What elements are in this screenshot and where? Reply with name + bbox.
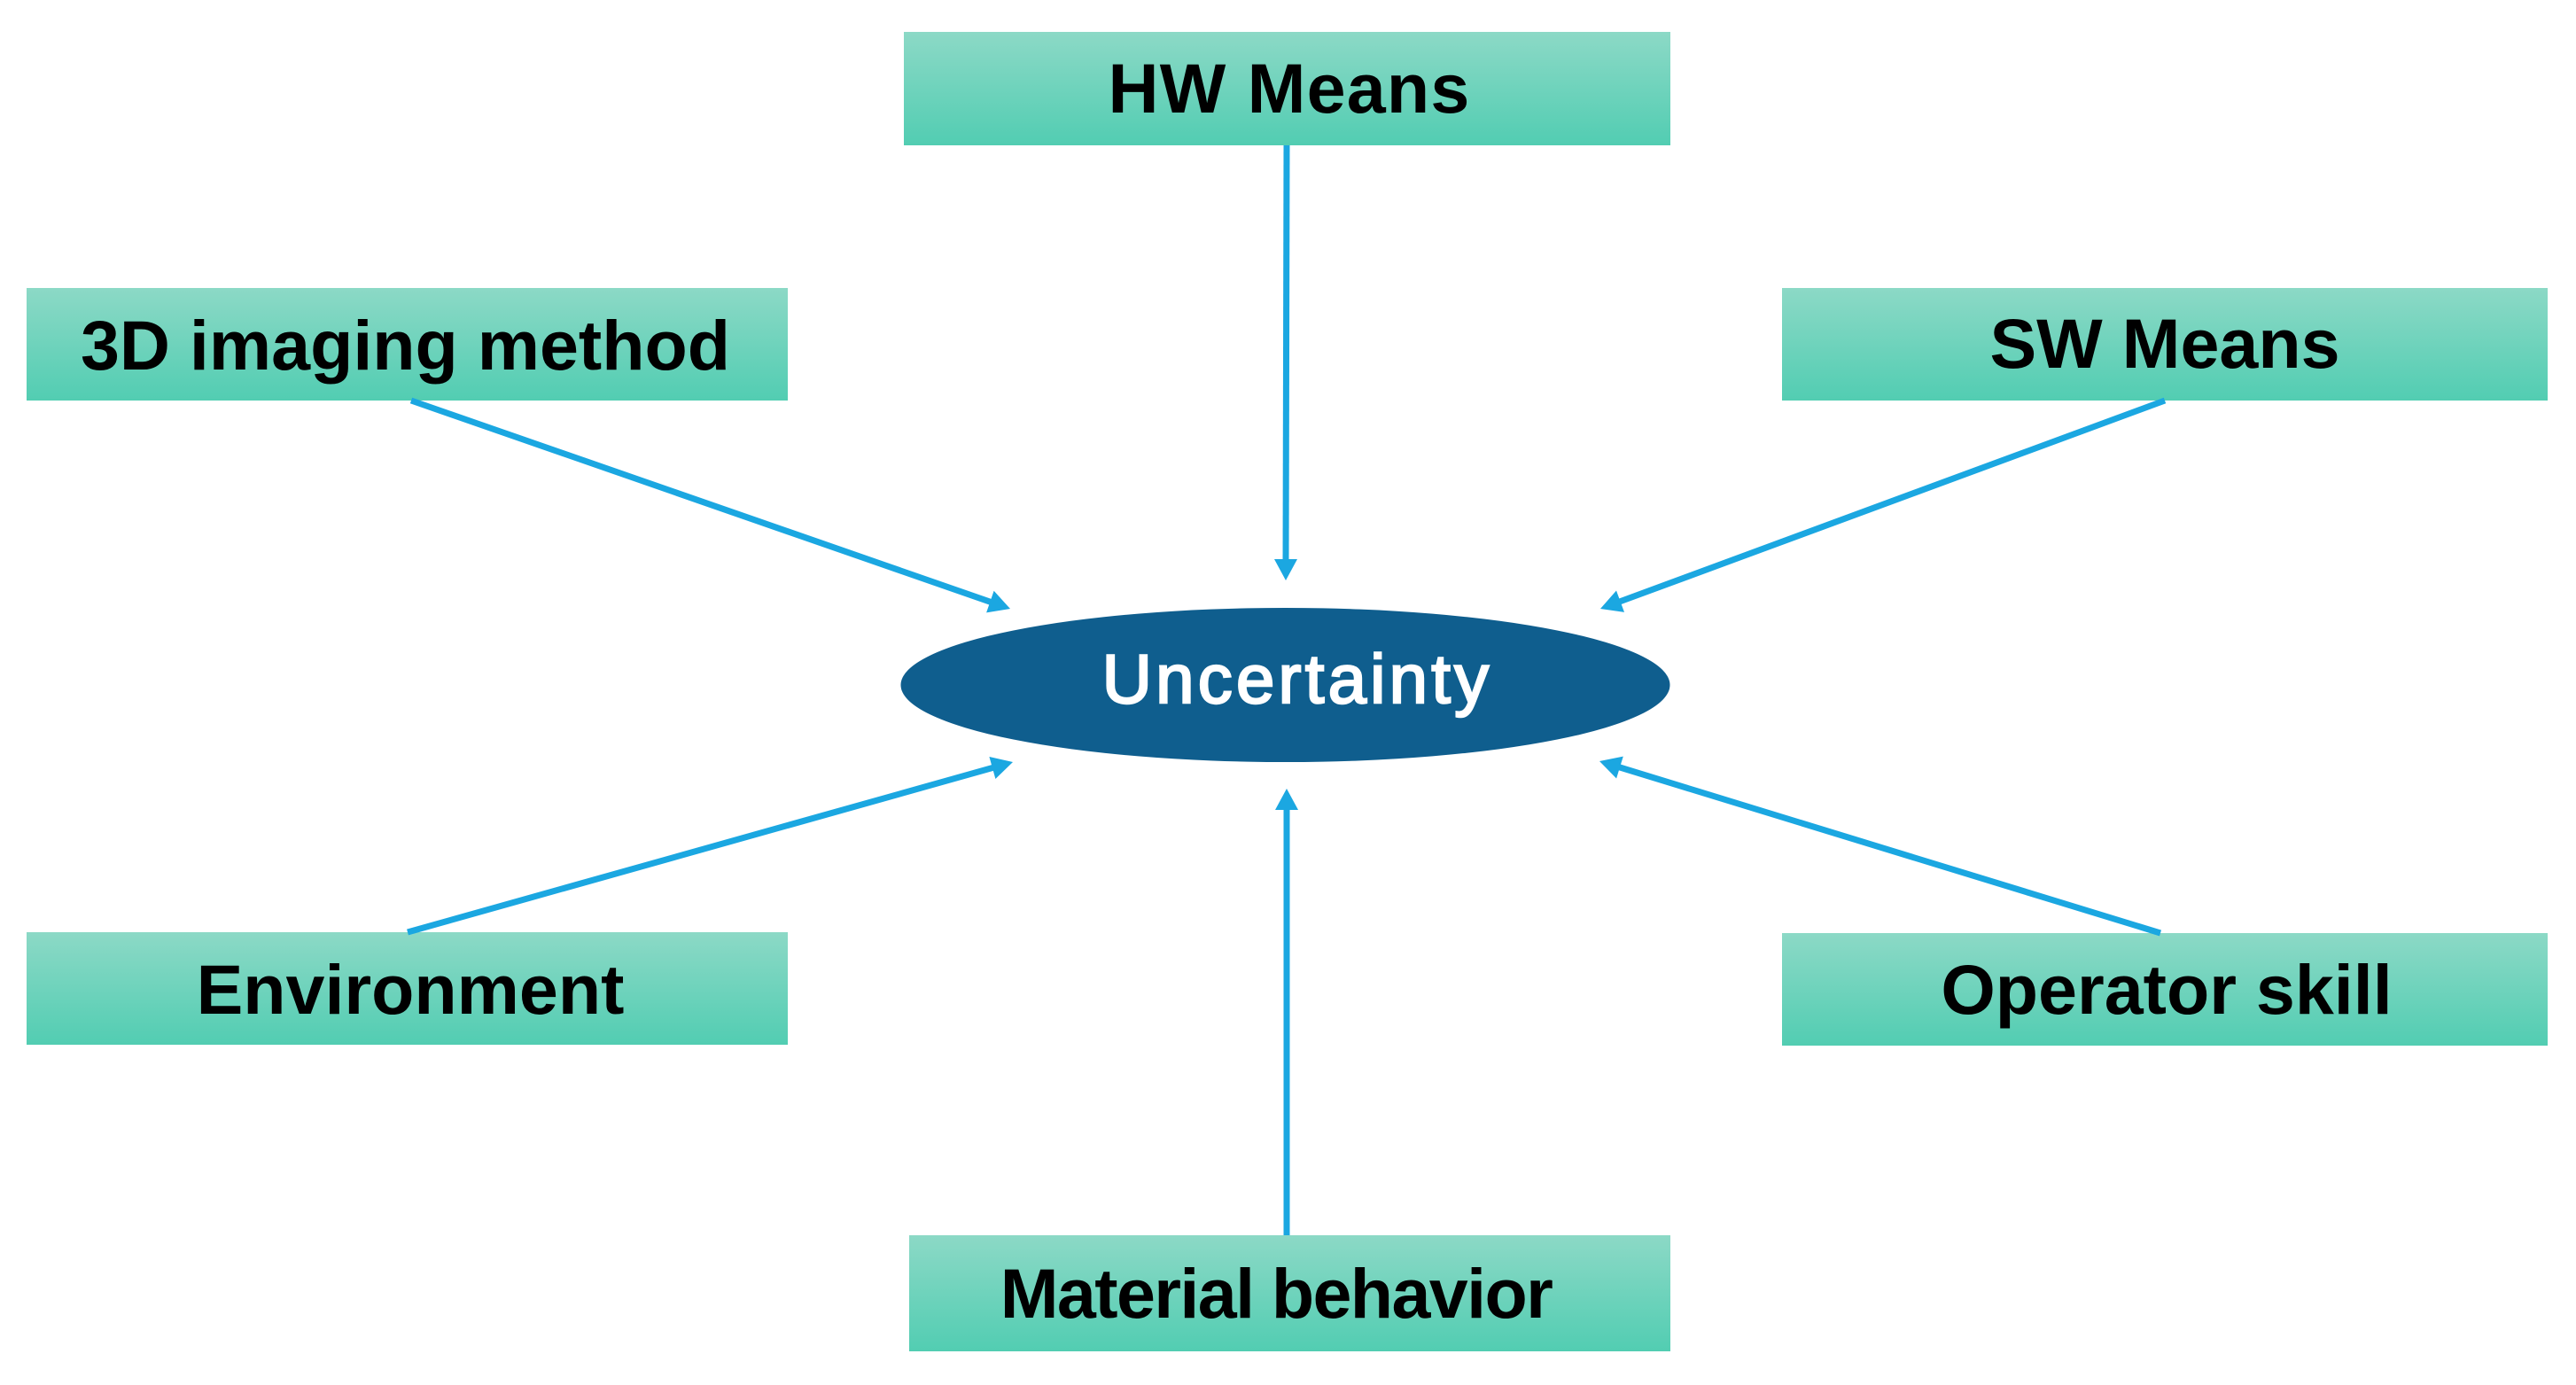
svg-text:HW Means: HW Means bbox=[1108, 49, 1470, 128]
svg-text:3D imaging method: 3D imaging method bbox=[81, 306, 730, 385]
svg-text:Uncertainty: Uncertainty bbox=[1102, 640, 1493, 718]
svg-text:Environment: Environment bbox=[197, 950, 625, 1029]
svg-text:SW Means: SW Means bbox=[1989, 304, 2339, 383]
svg-text:Material behavior: Material behavior bbox=[1000, 1254, 1553, 1333]
svg-text:Operator skill: Operator skill bbox=[1941, 950, 2392, 1029]
